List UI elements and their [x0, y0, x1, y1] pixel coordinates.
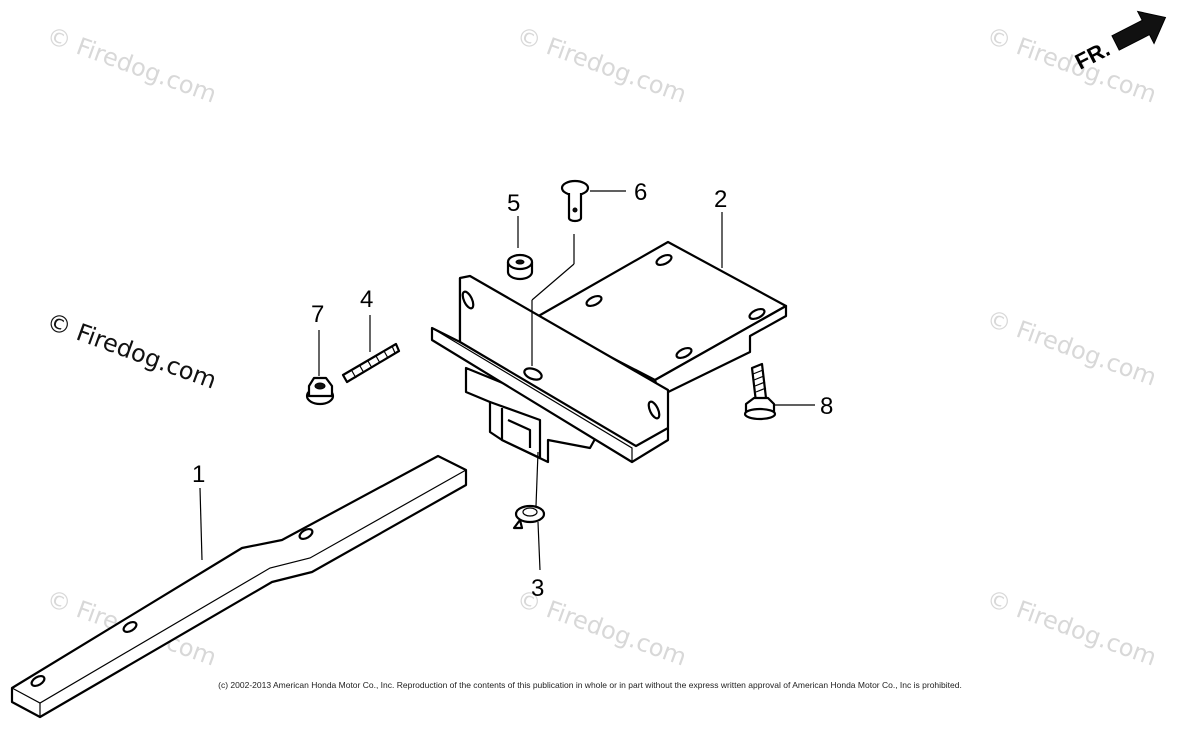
callout-2: 2 — [714, 186, 727, 213]
part-6-pin — [531, 179, 626, 366]
part-2-bracket — [430, 240, 788, 464]
callout-3: 3 — [531, 575, 544, 602]
watermark-main: © Firedog.com — [43, 307, 220, 394]
callout-5: 5 — [507, 190, 520, 217]
arrow-icon — [1111, 10, 1167, 51]
watermark: © Firedog.com — [43, 21, 220, 108]
part-1-bar — [10, 454, 468, 719]
callout-8: 8 — [820, 393, 833, 420]
part-5-collar — [506, 216, 534, 281]
copyright-notice: (c) 2002-2013 American Honda Motor Co., … — [218, 680, 962, 690]
watermark: © Firedog.com — [983, 304, 1160, 391]
part-4-stud — [341, 315, 401, 384]
watermark: © Firedog.com — [983, 584, 1160, 671]
callout-4: 4 — [360, 286, 373, 313]
part-3-clip — [512, 451, 546, 571]
callout-7: 7 — [311, 301, 324, 328]
callout-6: 6 — [634, 179, 647, 206]
part-8-bolt — [743, 362, 815, 421]
callout-1: 1 — [192, 461, 205, 488]
watermark: © Firedog.com — [513, 21, 690, 108]
part-7-nut — [305, 330, 335, 406]
leader-line-1 — [199, 487, 203, 561]
